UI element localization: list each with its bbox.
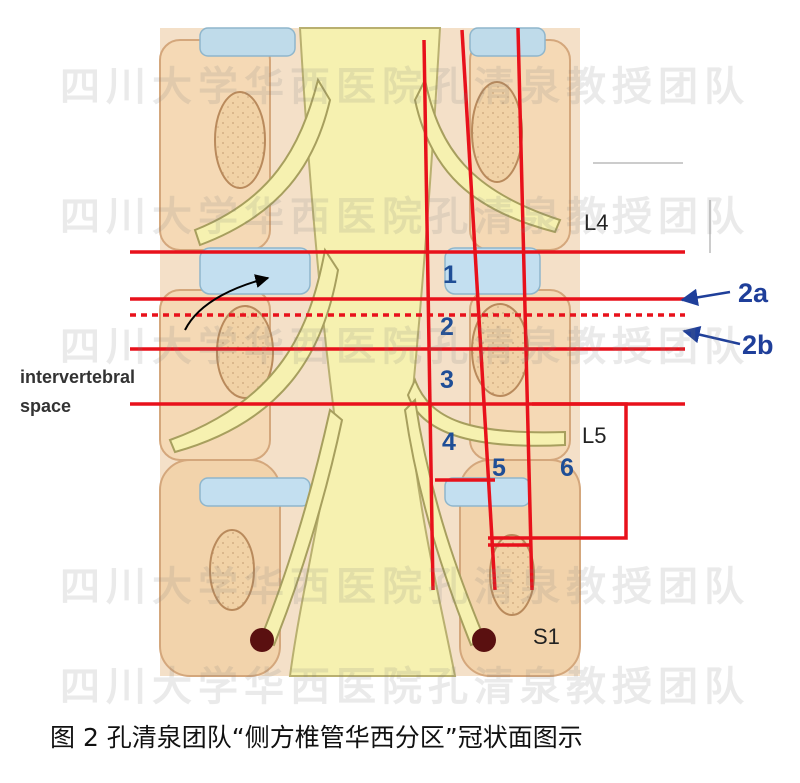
level-l4-label: L4 [584,210,608,235]
arrow-2a [680,288,731,307]
sacral-foramen-left [250,628,274,652]
watermark-text: 四川大学华西医院孔清泉教授团队 [60,64,750,110]
intervertebral-space-label-line2: space [20,396,71,416]
vertical-line-medial [422,39,435,591]
s1-pedicle-right [489,534,535,616]
watermark-group: 四川大学华西医院孔清泉教授团队 四川大学华西医院孔清泉教授团队 四川大学华西医院… [60,64,750,710]
zone-3-label: 3 [440,366,454,394]
l4-l5-disc-left [199,247,311,295]
anatomy-illustration [159,27,581,677]
figure-caption: 图 2 孔清泉团队“侧方椎管华西分区”冠状面图示 [50,723,583,752]
level-l5-label: L5 [582,423,606,448]
level-s1-label: S1 [533,624,560,649]
nerve-root-l5-left [168,247,340,454]
watermark-text: 四川大学华西医院孔清泉教授团队 [60,324,750,370]
l5-s1-disc-left [199,477,311,507]
nerve-root-s1-right [403,397,487,647]
top-disc-left [199,27,296,57]
nerve-root-l4-left [193,77,332,247]
l4-pedicle-left [214,91,266,189]
zone6-bracket [488,402,628,540]
l5-pedicle-left [216,305,274,399]
zone-4-label: 4 [442,428,456,456]
nerve-root-l5-right [406,377,566,447]
intervertebral-space-label-line1: intervertebral [20,367,135,387]
zone-1-label: 1 [443,261,457,289]
l4-l5-disc-right [444,247,541,295]
zone-2-label: 2 [440,313,454,341]
arrow-2b [682,326,741,346]
zone-6-label: 6 [560,454,574,482]
s1-pedicle-left [209,529,255,611]
watermark-text: 四川大学华西医院孔清泉教授团队 [60,194,750,240]
vertical-line-lateral [516,27,534,591]
sacral-foramen-right [472,628,496,652]
watermark-text: 四川大学华西医院孔清泉教授团队 [60,564,750,610]
vertical-line-middle [460,29,497,591]
zone-5-label: 5 [492,454,506,482]
watermark-text: 四川大学华西医院孔清泉教授团队 [60,664,750,710]
intervertebral-arrow [184,274,270,331]
line-2a-label: 2a [738,278,769,308]
zone-lines [130,27,685,591]
line-2b-label: 2b [742,330,774,360]
nerve-root-s1-left [258,408,344,647]
nerve-root-l4-right [413,77,562,234]
top-disc-right [469,27,546,57]
